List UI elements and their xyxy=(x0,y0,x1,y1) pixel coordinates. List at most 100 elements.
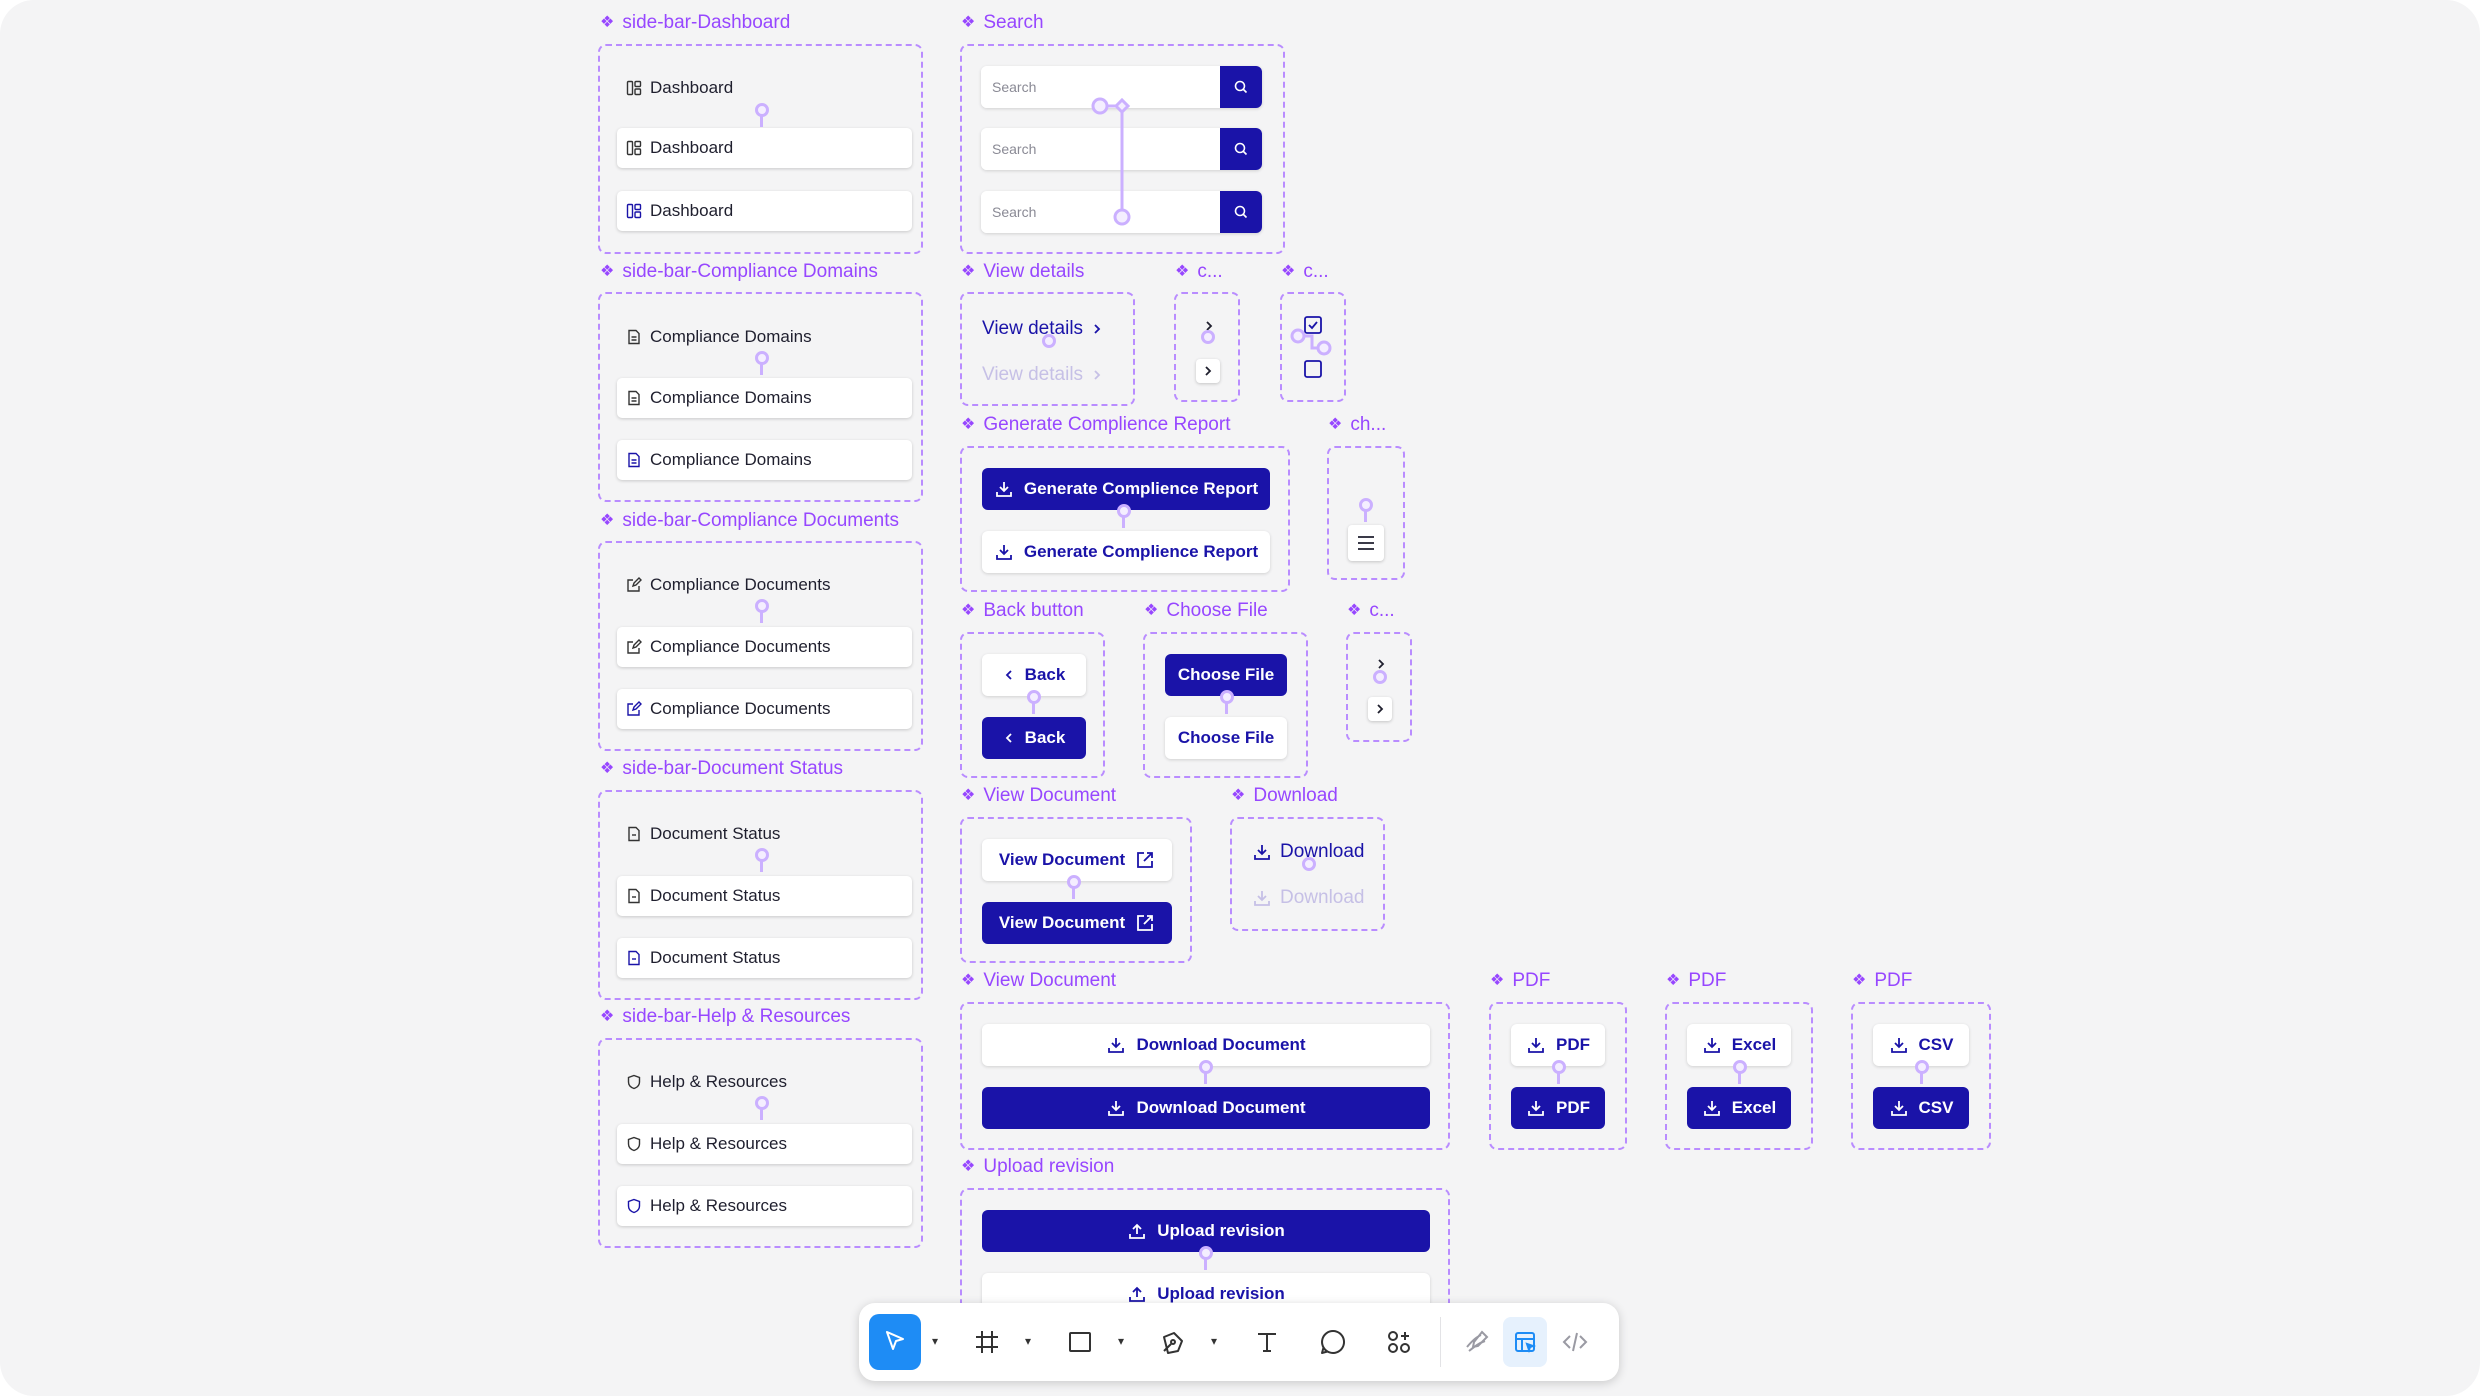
prototype-connection-node[interactable] xyxy=(1302,857,1316,871)
back-button-primary[interactable]: Back xyxy=(982,717,1086,759)
frame-label-search[interactable]: ❖ Search xyxy=(961,12,1044,33)
pdf-button-primary[interactable]: PDF xyxy=(1511,1087,1605,1129)
sidebar-item-document-status-hover[interactable]: Document Status xyxy=(617,876,912,916)
sidebar-item-compliance-documents-hover[interactable]: Compliance Documents xyxy=(617,627,912,667)
choose-file-button-primary[interactable]: Choose File xyxy=(1165,654,1287,696)
menu-button[interactable] xyxy=(1348,525,1384,561)
frame-search[interactable] xyxy=(960,44,1285,254)
frame-label-ch[interactable]: ❖ ch... xyxy=(1328,414,1387,435)
frame-sidebar-compliance-documents[interactable]: Compliance Documents Compliance Document… xyxy=(598,541,923,751)
frame-label-sidebar-document-status[interactable]: ❖ side-bar-Document Status xyxy=(600,758,844,779)
upload-revision-button-primary[interactable]: Upload revision xyxy=(982,1210,1430,1252)
sidebar-item-compliance-documents-default[interactable]: Compliance Documents xyxy=(617,565,912,605)
frame-chevron-2[interactable] xyxy=(1346,632,1412,742)
sidebar-item-document-status-default[interactable]: Document Status xyxy=(617,814,912,854)
frame-csv[interactable]: CSV CSV xyxy=(1851,1002,1991,1150)
sidebar-item-compliance-domains-active[interactable]: Compliance Domains xyxy=(617,440,912,480)
chevron-button[interactable] xyxy=(1368,697,1392,721)
frame-label-sidebar-compliance-documents[interactable]: ❖ side-bar-Compliance Documents xyxy=(600,510,900,531)
frame-sidebar-compliance-domains[interactable]: Compliance Domains Compliance Domains Co… xyxy=(598,292,923,502)
frame-label-upload-revision[interactable]: ❖ Upload revision xyxy=(961,1156,1115,1177)
frame-download[interactable]: Download Download xyxy=(1230,817,1385,931)
sidebar-item-document-status-active[interactable]: Document Status xyxy=(617,938,912,978)
checkbox-unchecked-icon[interactable] xyxy=(1303,359,1323,379)
back-button-secondary[interactable]: Back xyxy=(982,654,1086,696)
prototype-connection-node[interactable] xyxy=(1201,330,1215,344)
frame-menu[interactable] xyxy=(1327,446,1405,580)
frame-label-view-document[interactable]: ❖ View Document xyxy=(961,785,1117,806)
choose-file-button-secondary[interactable]: Choose File xyxy=(1165,717,1287,759)
frame-view-document[interactable]: View Document View Document xyxy=(960,817,1192,963)
comment-tool-button[interactable] xyxy=(1308,1314,1358,1370)
frame-sidebar-help[interactable]: Help & Resources Help & Resources Help &… xyxy=(598,1038,923,1248)
frame-label-sidebar-dashboard[interactable]: ❖ side-bar-Dashboard xyxy=(600,12,791,33)
search-input[interactable] xyxy=(981,128,1220,170)
prototype-connection-node[interactable] xyxy=(1373,670,1387,684)
frame-tool-button[interactable] xyxy=(962,1314,1012,1370)
frame-label-pdf-2[interactable]: ❖ PDF xyxy=(1666,970,1727,991)
generate-report-button-primary[interactable]: Generate Complience Report xyxy=(982,468,1270,510)
search-input[interactable] xyxy=(981,191,1220,233)
csv-button-secondary[interactable]: CSV xyxy=(1873,1024,1969,1066)
view-document-button-primary[interactable]: View Document xyxy=(982,902,1172,944)
frame-pdf[interactable]: PDF PDF xyxy=(1489,1002,1627,1150)
chevron-down-icon[interactable]: ▾ xyxy=(932,1334,939,1348)
frame-label-c2[interactable]: ❖ c... xyxy=(1281,261,1329,282)
frame-label-generate-report[interactable]: ❖ Generate Complience Report xyxy=(961,414,1231,435)
chevron-right-icon[interactable] xyxy=(1375,658,1387,670)
download-link-active[interactable]: Download xyxy=(1252,841,1365,863)
generate-report-button-secondary[interactable]: Generate Complience Report xyxy=(982,531,1270,573)
design-mode-button[interactable] xyxy=(1503,1317,1547,1367)
frame-checkbox[interactable] xyxy=(1280,292,1346,402)
sidebar-item-help-active[interactable]: Help & Resources xyxy=(617,1186,912,1226)
pen-tool-button[interactable] xyxy=(1148,1314,1198,1370)
frame-label-download[interactable]: ❖ Download xyxy=(1231,785,1338,806)
download-document-button-secondary[interactable]: Download Document xyxy=(982,1024,1430,1066)
frame-sidebar-dashboard[interactable]: Dashboard Dashboard Dashboard xyxy=(598,44,923,254)
chevron-right-icon[interactable] xyxy=(1203,320,1215,332)
view-details-link-active[interactable]: View details xyxy=(982,318,1103,340)
excel-button-secondary[interactable]: Excel xyxy=(1687,1024,1791,1066)
pdf-button-secondary[interactable]: PDF xyxy=(1511,1024,1605,1066)
view-document-button-secondary[interactable]: View Document xyxy=(982,839,1172,881)
frame-excel[interactable]: Excel Excel xyxy=(1665,1002,1813,1150)
sidebar-item-help-hover[interactable]: Help & Resources xyxy=(617,1124,912,1164)
download-link-disabled[interactable]: Download xyxy=(1252,887,1365,909)
frame-label-pdf-3[interactable]: ❖ PDF xyxy=(1852,970,1913,991)
frame-sidebar-document-status[interactable]: Document Status Document Status Document… xyxy=(598,790,923,1000)
csv-button-primary[interactable]: CSV xyxy=(1873,1087,1969,1129)
frame-label-view-details[interactable]: ❖ View details xyxy=(961,261,1085,282)
actions-tool-button[interactable] xyxy=(1374,1314,1424,1370)
chevron-button[interactable] xyxy=(1196,359,1220,383)
frame-label-choose-file[interactable]: ❖ Choose File xyxy=(1144,600,1268,621)
search-button[interactable] xyxy=(1220,191,1262,233)
sidebar-item-compliance-documents-active[interactable]: Compliance Documents xyxy=(617,689,912,729)
sidebar-item-compliance-domains-hover[interactable]: Compliance Domains xyxy=(617,378,912,418)
frame-label-sidebar-help[interactable]: ❖ side-bar-Help & Resources xyxy=(600,1006,851,1027)
dev-mode-button[interactable] xyxy=(1553,1317,1597,1367)
rectangle-tool-button[interactable] xyxy=(1055,1314,1105,1370)
frame-view-details[interactable]: View details View details xyxy=(960,292,1135,406)
sidebar-item-compliance-domains-default[interactable]: Compliance Domains xyxy=(617,317,912,357)
frame-label-sidebar-compliance-domains[interactable]: ❖ side-bar-Compliance Domains xyxy=(600,261,878,282)
prototype-connection-node[interactable] xyxy=(1042,334,1056,348)
sidebar-item-dashboard-default[interactable]: Dashboard xyxy=(617,68,912,108)
frame-choose-file[interactable]: Choose File Choose File xyxy=(1143,632,1308,778)
sidebar-item-dashboard-active[interactable]: Dashboard xyxy=(617,191,912,231)
frame-download-document[interactable]: Download Document Download Document xyxy=(960,1002,1450,1150)
search-bar-default[interactable] xyxy=(981,66,1262,108)
frame-chevron[interactable] xyxy=(1174,292,1240,402)
frame-label-pdf[interactable]: ❖ PDF xyxy=(1490,970,1551,991)
frame-generate-report[interactable]: Generate Complience Report Generate Comp… xyxy=(960,446,1290,592)
excel-button-primary[interactable]: Excel xyxy=(1687,1087,1791,1129)
chevron-down-icon[interactable]: ▾ xyxy=(1118,1334,1125,1348)
sidebar-item-help-default[interactable]: Help & Resources xyxy=(617,1062,912,1102)
chevron-down-icon[interactable]: ▾ xyxy=(1211,1334,1218,1348)
download-document-button-primary[interactable]: Download Document xyxy=(982,1087,1430,1129)
frame-label-c3[interactable]: ❖ c... xyxy=(1347,600,1395,621)
chevron-down-icon[interactable]: ▾ xyxy=(1025,1334,1032,1348)
search-button[interactable] xyxy=(1220,66,1262,108)
frame-label-back-button[interactable]: ❖ Back button xyxy=(961,600,1084,621)
text-tool-button[interactable] xyxy=(1242,1314,1292,1370)
